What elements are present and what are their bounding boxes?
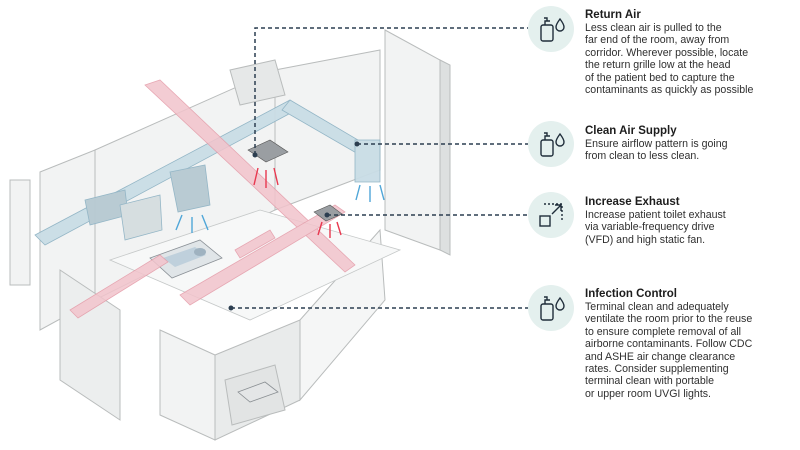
callout-return-air: Return Air Less clean air is pulled to t… (585, 8, 797, 96)
callout-body: Ensure airflow pattern is going from cle… (585, 138, 728, 163)
callout-title: Return Air (585, 9, 641, 21)
callout-clean-air-supply: Clean Air Supply Ensure airflow pattern … (585, 124, 797, 163)
callout-increase-exhaust: Increase Exhaust Increase patient toilet… (585, 195, 797, 246)
return-duct (69, 79, 356, 319)
soap-drop-icon (528, 285, 574, 331)
callout-title: Increase Exhaust (585, 196, 680, 208)
warm-air-arrows (253, 167, 342, 238)
soap-drop-icon (528, 6, 574, 52)
leader-line-dots (228, 141, 360, 311)
callout-body: Terminal clean and adequately ventilate … (585, 301, 753, 400)
callout-title: Infection Control (585, 288, 677, 300)
soap-drop-icon (528, 121, 574, 167)
patient-bed (149, 239, 223, 279)
callout-body: Increase patient toilet exhaust via vari… (585, 209, 726, 246)
expand-arrow-icon (528, 192, 574, 238)
callout-body: Less clean air is pulled to the far end … (585, 22, 754, 97)
callout-infection-control: Infection Control Terminal clean and ade… (585, 287, 797, 400)
cool-air-arrows (175, 184, 385, 233)
leader-lines (231, 27, 528, 309)
sink (237, 381, 279, 403)
callout-title: Clean Air Supply (585, 125, 677, 137)
return-grille (247, 139, 343, 222)
supply-duct (34, 99, 381, 246)
